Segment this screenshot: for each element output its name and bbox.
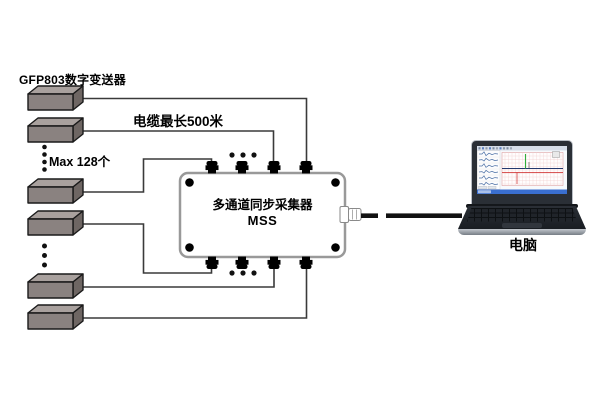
wire-transmitter-5 [83,268,275,288]
transmitter-box-5 [27,273,84,299]
transmitter-box-6 [27,304,84,330]
laptop-front-edge [458,229,586,235]
chart-legend-box [552,151,560,158]
channel-waveforms [478,151,499,186]
wire-transmitter-2 [83,130,275,162]
transmitter-box-2 [27,117,84,143]
toolbar-icons [478,147,512,150]
cable-glands-top [205,161,313,174]
wire-transmitter-4 [83,223,213,274]
transmitter-box-4 [27,210,84,236]
ellipsis-ports-top [229,152,257,158]
ellipsis-transmitters-lower [42,243,47,268]
data-cable [361,213,462,218]
transmitter-box-3 [27,178,84,204]
acquisition-software-screen [477,146,567,194]
laptop-keyboard [467,208,577,222]
laptop-base [458,206,586,229]
computer-label: 电脑 [509,237,537,253]
collector-model: MSS [247,213,278,228]
channel-list-panel [477,150,501,190]
laptop-hinge [466,203,578,208]
software-status-bar [477,189,567,194]
wire-transmitter-1 [83,97,308,162]
wire-transmitter-3 [83,158,213,193]
collector-title: 多通道同步采集器 [212,198,313,212]
ellipsis-transmitters-upper [42,144,47,172]
transmitter-label: GFP803数字变送器 [19,73,126,87]
laptop-touchpad [502,222,542,228]
waveform-chart [501,151,564,186]
ellipsis-ports-bottom [229,270,257,276]
cable-glands-bottom [205,256,313,269]
transmitter-box-1 [27,85,84,111]
wire-transmitter-6 [83,268,308,319]
collector-label: 多通道同步采集器 MSS [180,198,345,228]
software-toolbar [477,146,567,151]
max-units-label: Max 128个 [49,155,111,169]
laptop-display [477,146,567,194]
collector-box [178,161,362,269]
output-connector [339,206,362,223]
cable-length-label: 电缆最长500米 [133,114,224,129]
